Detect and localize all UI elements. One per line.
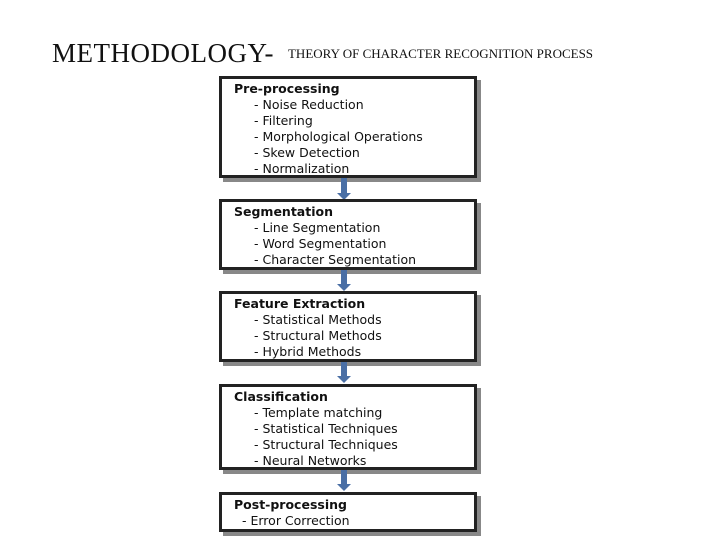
stage-box-segmentation: Segmentation Line Segmentation Word Segm… [219, 199, 477, 270]
stage-title: Pre-processing [234, 81, 340, 96]
slide-title: METHODOLOGY- [52, 38, 274, 68]
stage-box-classification: Classification Template matching Statist… [219, 384, 477, 470]
stage-item: Neural Networks [254, 453, 464, 469]
stage-title: Segmentation [234, 204, 333, 219]
flow-arrow [337, 470, 351, 491]
stage-item: Normalization [254, 161, 464, 177]
stage-box-preprocessing: Pre-processing Noise Reduction Filtering… [219, 76, 477, 178]
stage-box-postprocessing: Post-processing Error Correction [219, 492, 477, 532]
stage-item: Hybrid Methods [254, 344, 464, 360]
stage-item-list: Noise Reduction Filtering Morphological … [234, 97, 464, 177]
flow-arrow [337, 178, 351, 200]
stage-item: Structural Methods [254, 328, 464, 344]
stage-item: Morphological Operations [254, 129, 464, 145]
stage-item-list: Statistical Methods Structural Methods H… [234, 312, 464, 360]
stage-item: Word Segmentation [254, 236, 464, 252]
stage-title: Feature Extraction [234, 296, 366, 311]
stage-item-list: Error Correction [234, 513, 464, 529]
stage-item: Line Segmentation [254, 220, 464, 236]
stage-item: Statistical Techniques [254, 421, 464, 437]
slide-heading: METHODOLOGY- THEORY OF CHARACTER RECOGNIT… [52, 38, 593, 69]
stage-item: Noise Reduction [254, 97, 464, 113]
stage-box-feature-extraction: Feature Extraction Statistical Methods S… [219, 291, 477, 362]
stage-item-list: Line Segmentation Word Segmentation Char… [234, 220, 464, 268]
flow-arrow [337, 362, 351, 383]
slide-subtitle: THEORY OF CHARACTER RECOGNITION PROCESS [287, 46, 594, 61]
flow-arrow [337, 270, 351, 291]
stage-item-list: Template matching Statistical Techniques… [234, 405, 464, 469]
stage-item: Statistical Methods [254, 312, 464, 328]
stage-title: Classification [234, 389, 328, 404]
stage-item: Skew Detection [254, 145, 464, 161]
stage-item: Filtering [254, 113, 464, 129]
stage-item: Error Correction [242, 513, 464, 529]
stage-item: Template matching [254, 405, 464, 421]
stage-title: Post-processing [234, 497, 347, 512]
stage-item: Structural Techniques [254, 437, 464, 453]
stage-item: Character Segmentation [254, 252, 464, 268]
